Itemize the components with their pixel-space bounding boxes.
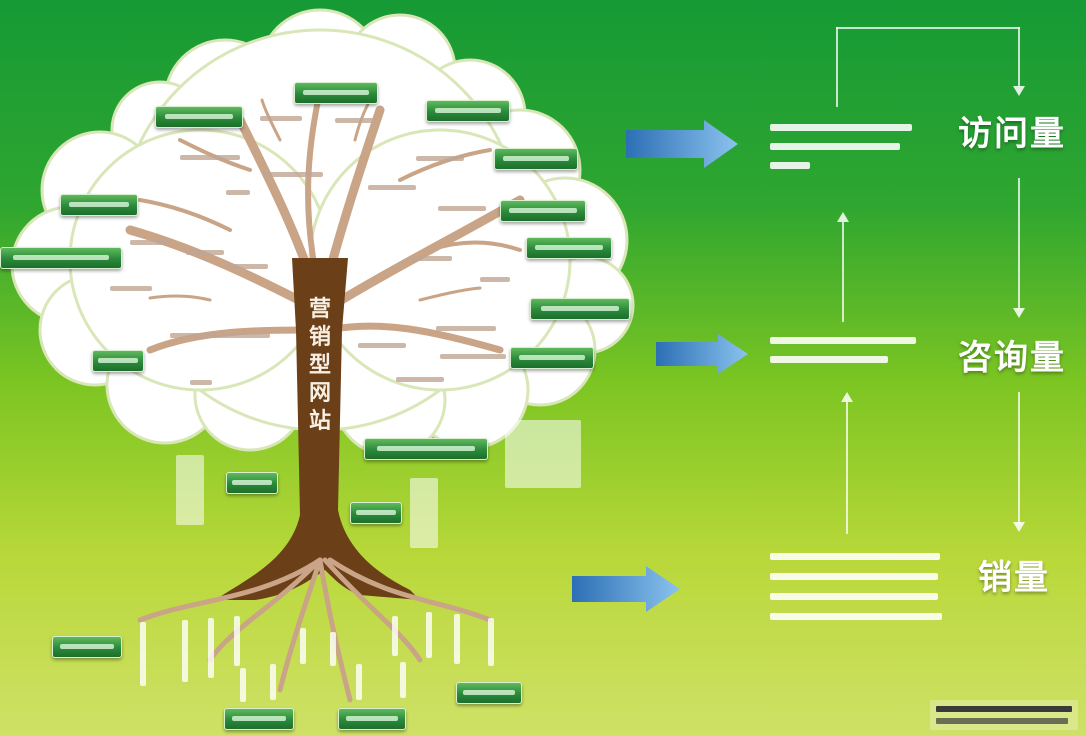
root-label (400, 662, 406, 698)
arrow-head-icon (1013, 86, 1025, 96)
canopy-tag (530, 298, 630, 320)
canopy-label (335, 118, 375, 123)
root-label (240, 668, 246, 702)
desc-line (770, 613, 942, 620)
stage-sales: 销量 (978, 558, 1050, 598)
canopy-tag (294, 82, 378, 104)
root-label (488, 618, 494, 666)
connector-left-top (836, 27, 838, 107)
canopy-tag (364, 438, 488, 460)
canopy-label (436, 326, 496, 331)
root-label (392, 616, 398, 656)
connector-bottom-left (846, 402, 848, 534)
canopy-label (438, 206, 486, 211)
arrow-to-inquiries (656, 334, 748, 374)
root-tag (224, 708, 294, 730)
trunk-title: 营销型网站 (308, 297, 331, 434)
root-tag (52, 636, 122, 658)
arrow-head-icon (1013, 522, 1025, 532)
root-label (270, 664, 276, 700)
root-label (300, 628, 306, 664)
root-label (182, 620, 188, 682)
desc-line (770, 337, 916, 344)
arrow-to-visits (626, 120, 738, 168)
root-label (454, 614, 460, 664)
desc-line (770, 593, 938, 600)
root-tag (226, 472, 278, 494)
canopy-label (226, 190, 250, 195)
canopy-label (180, 155, 240, 160)
canopy-label (440, 354, 506, 359)
canopy-label (368, 185, 416, 190)
root-tag (338, 708, 406, 730)
root-label (208, 618, 214, 678)
canopy-tag (0, 247, 122, 269)
desc-line (770, 143, 900, 150)
connector-middle-left (842, 222, 844, 322)
arrow-head-icon (837, 212, 849, 222)
arrow-head-icon (841, 392, 853, 402)
tree-roots (137, 557, 493, 703)
desc-line (770, 124, 912, 131)
canopy-label (186, 250, 224, 255)
root-label (356, 664, 362, 700)
canopy-label (412, 256, 452, 261)
canopy-label (396, 377, 444, 382)
tree-trunk (215, 258, 420, 600)
desc-line (770, 356, 888, 363)
canopy-label (260, 116, 302, 121)
arrow-head-icon (1013, 308, 1025, 318)
watermark-line (936, 706, 1072, 712)
desc-line (770, 573, 938, 580)
root-label (234, 616, 240, 666)
connector-middle-right (1018, 178, 1020, 310)
root-label (505, 420, 581, 488)
desc-line (770, 162, 810, 169)
canopy-tag (60, 194, 138, 216)
root-label (426, 612, 432, 658)
canopy-label (228, 264, 268, 269)
stage-visits: 访问量 (958, 114, 1066, 154)
root-tag (456, 682, 522, 704)
canopy-tag (92, 350, 144, 372)
canopy-label (416, 156, 464, 161)
connector-right-top (1018, 27, 1020, 87)
desc-line (770, 553, 940, 560)
canopy-label (358, 343, 406, 348)
canopy-label (263, 172, 323, 177)
watermark-line (936, 718, 1068, 724)
connector-bottom-right (1018, 392, 1020, 524)
root-label (140, 622, 146, 686)
canopy-label (110, 286, 152, 291)
canopy-tag (526, 237, 612, 259)
canopy-tag (510, 347, 594, 369)
canopy-tag (494, 148, 578, 170)
root-label (410, 478, 438, 548)
canopy-tag (155, 106, 243, 128)
canopy-tag (426, 100, 510, 122)
stage-inquiries: 咨询量 (958, 338, 1066, 378)
canopy-label (130, 240, 170, 245)
canopy-label (170, 333, 270, 338)
connector-top (836, 27, 1020, 29)
canopy-tag (500, 200, 586, 222)
root-tag (350, 502, 402, 524)
watermark (930, 700, 1078, 730)
arrow-to-sales (572, 566, 680, 612)
canopy-label (480, 277, 510, 282)
root-label (176, 455, 204, 525)
canopy-label (190, 380, 212, 385)
root-label (330, 632, 336, 666)
